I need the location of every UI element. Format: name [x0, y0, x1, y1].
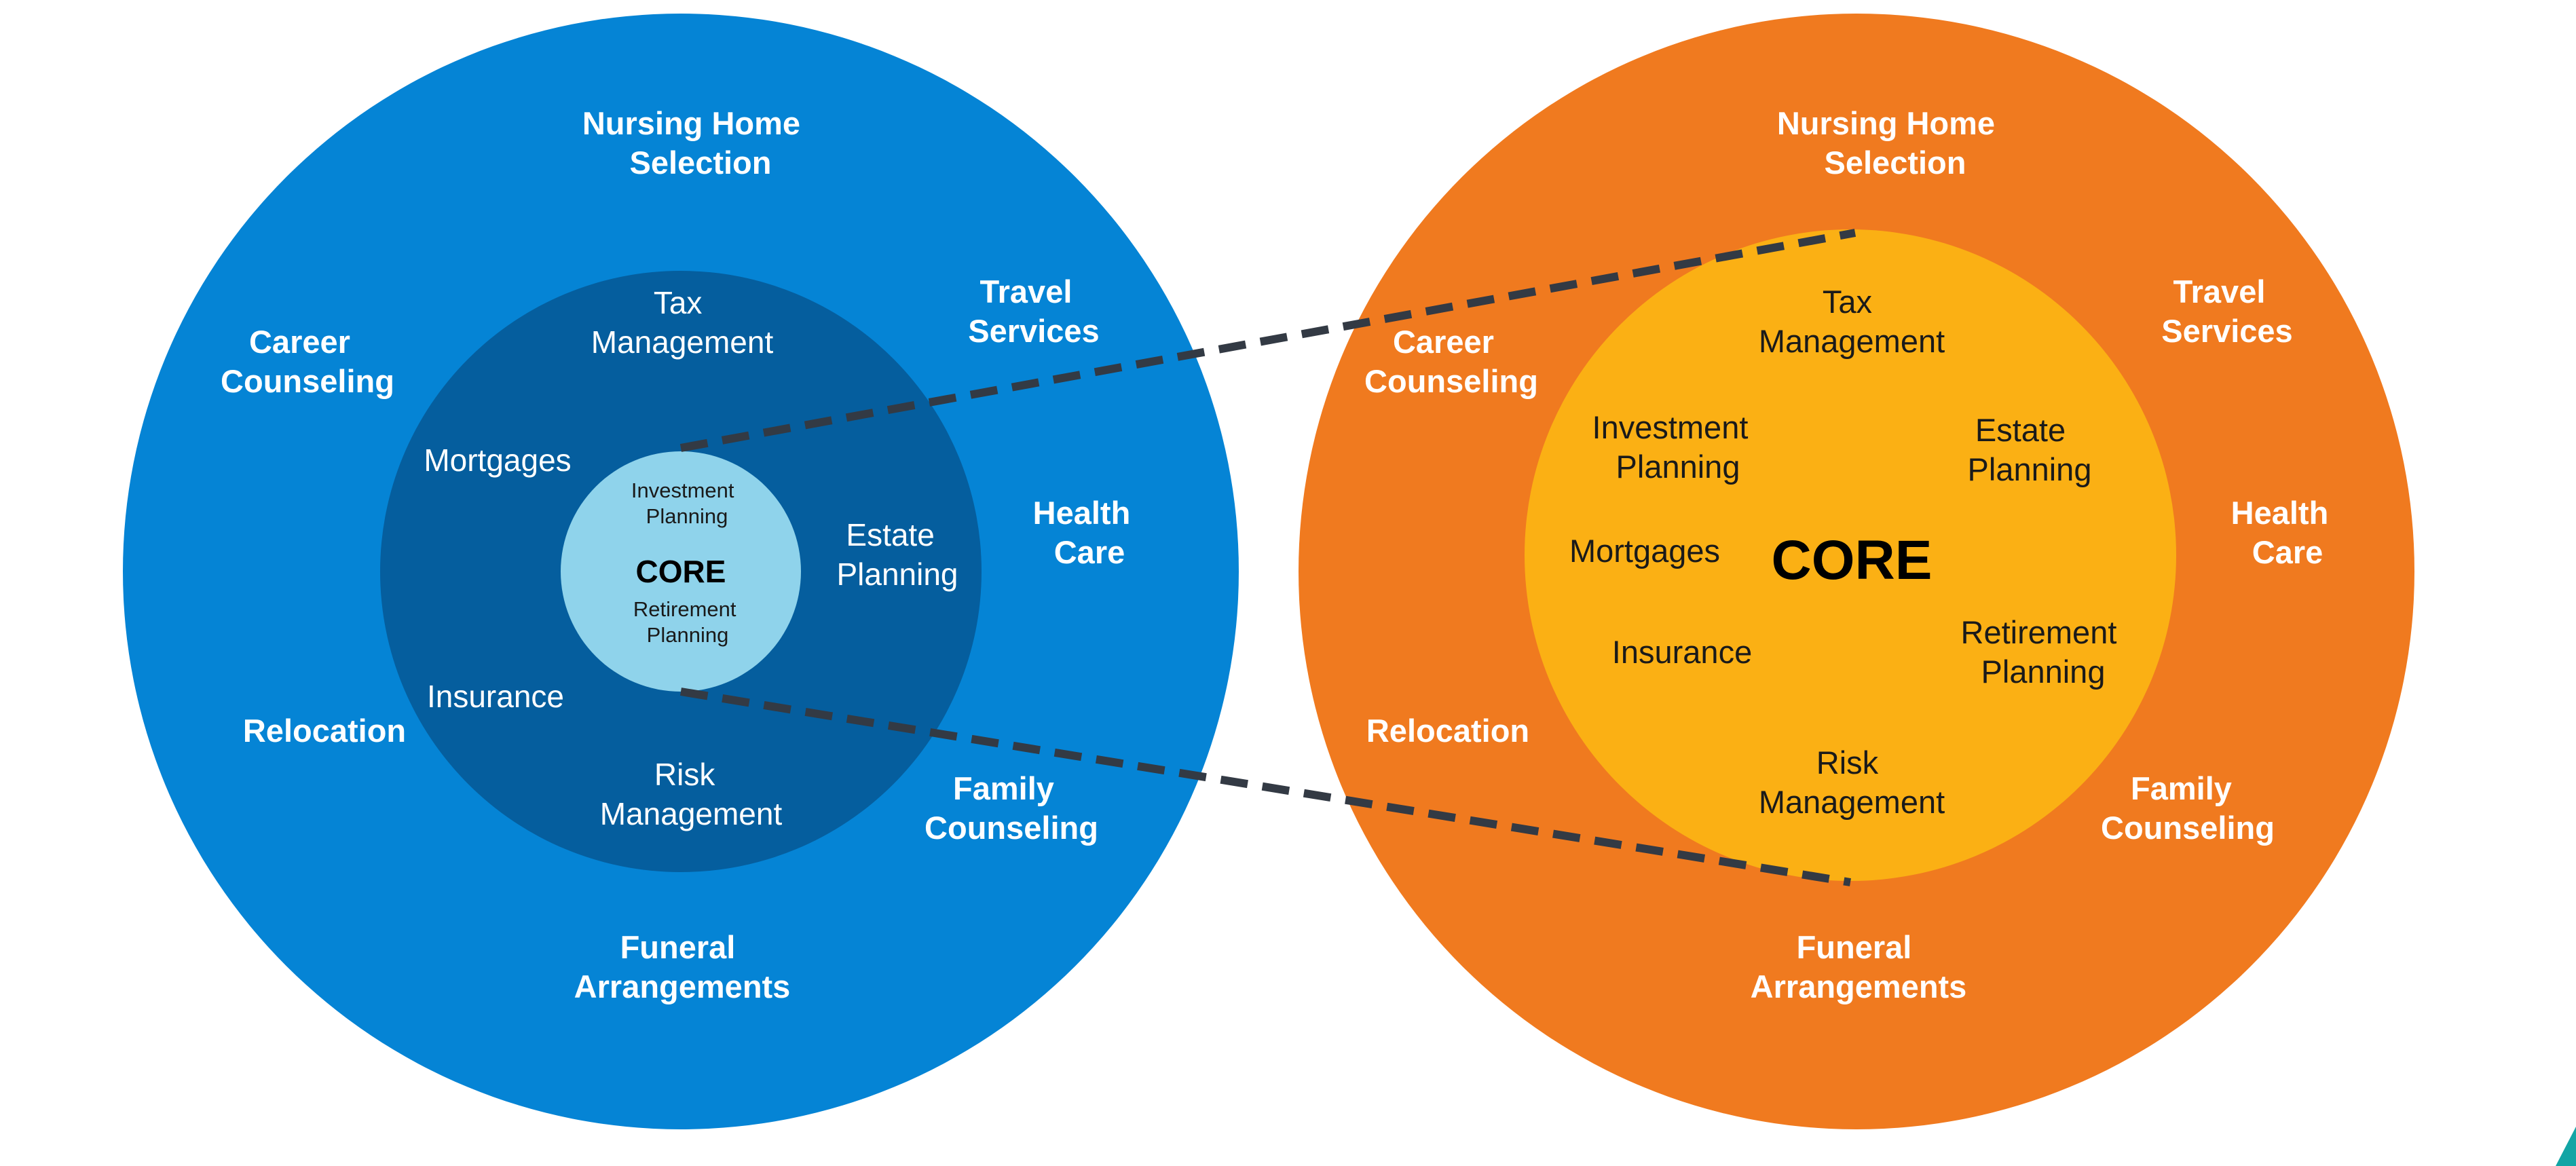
right-outer-nursing-home-label: Nursing Home Selection [1777, 105, 2004, 181]
right-outer-travel-label: Travel Services [2161, 274, 2292, 349]
right-core-investment-label: Investment Planning [1592, 409, 1757, 485]
right-core-estate-label: Estate Planning [1968, 412, 2092, 487]
corner-accent-mark [2556, 1127, 2576, 1166]
left-core-investment-label: Investment Planning [631, 478, 740, 528]
left-outer-funeral-label: Funeral Arrangements [574, 929, 791, 1004]
right-core-circle [1525, 229, 2176, 881]
left-core-circle [561, 451, 801, 692]
left-middle-mortgages-label: Mortgages [424, 443, 571, 478]
left-outer-relocation-label: Relocation [243, 713, 406, 749]
left-middle-estate-label: Estate Planning [836, 517, 958, 592]
left-core-title: CORE [636, 554, 726, 589]
right-outer-family-label: Family Counseling [2101, 770, 2275, 846]
left-middle-insurance-label: Insurance [427, 679, 564, 714]
left-core-retirement-label: Retirement Planning [633, 597, 742, 647]
left-outer-travel-label: Travel Services [968, 274, 1099, 349]
zoom-connector-top [679, 229, 1856, 452]
right-core-risk-label: Risk Management [1759, 745, 1945, 820]
left-outer-career-label: Career Counseling [221, 324, 394, 399]
left-outer-health-label: Health Care [1033, 495, 1140, 570]
right-core-tax-label: Tax Management [1759, 284, 1945, 359]
zoom-connector-bottom [680, 688, 1851, 886]
right-outer-relocation-label: Relocation [1366, 713, 1529, 749]
right-outer-health-label: Health Care [2231, 495, 2338, 570]
right-core-mortgages-label: Mortgages [1569, 533, 1720, 569]
right-core-retirement-label: Retirement Planning [1961, 614, 2126, 690]
left-diagram: Nursing Home Selection Travel Services C… [123, 14, 1239, 1129]
left-outer-family-label: Family Counseling [925, 770, 1098, 846]
right-diagram: Nursing Home Selection Travel Services C… [1299, 14, 2414, 1129]
right-outer-funeral-label: Funeral Arrangements [1751, 929, 1967, 1004]
right-core-insurance-label: Insurance [1612, 634, 1752, 670]
left-outer-nursing-home-label: Nursing Home Selection [582, 105, 809, 181]
left-middle-risk-label: Risk Management [600, 757, 783, 831]
right-outer-career-label: Career Counseling [1364, 324, 1538, 399]
left-middle-tax-label: Tax Management [591, 285, 774, 360]
right-core-title: CORE [1772, 529, 1933, 591]
